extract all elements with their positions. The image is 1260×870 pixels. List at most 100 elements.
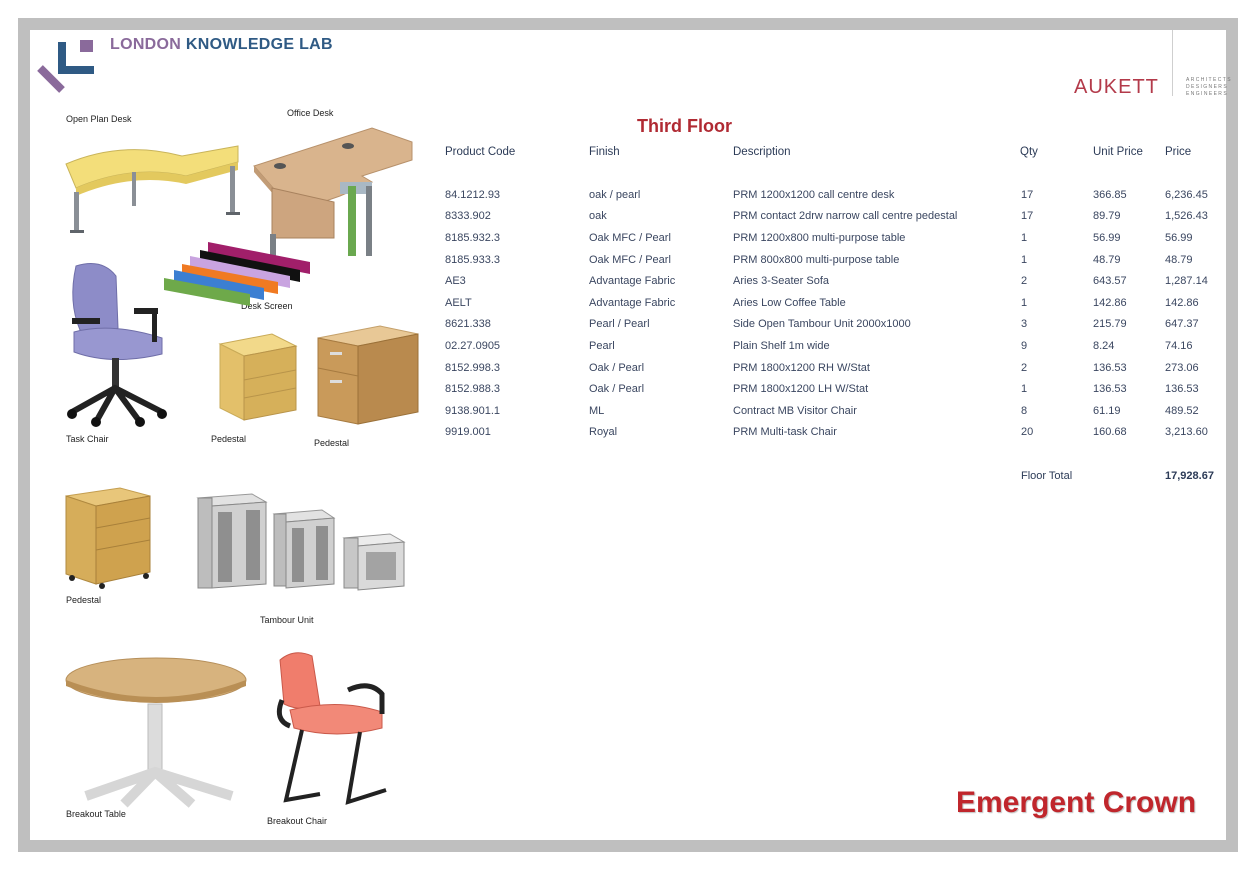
cell-qty: 1 (1021, 232, 1028, 244)
cell-code: 8185.933.3 (445, 254, 501, 266)
cell-description: Aries 3-Seater Sofa (733, 275, 829, 287)
cell-qty: 20 (1021, 426, 1034, 438)
table-row: 8621.338 Pearl / Pearl Side Open Tambour… (0, 318, 1260, 338)
header-finish: Finish (589, 146, 620, 158)
table-row: AE3 Advantage Fabric Aries 3-Seater Sofa… (0, 275, 1260, 295)
breakout-chair-image (276, 652, 387, 805)
cell-code: 84.1212.93 (445, 189, 501, 201)
cell-finish: Oak / Pearl (589, 383, 645, 395)
cell-finish: Oak MFC / Pearl (589, 254, 671, 266)
breakout-table-image (65, 657, 247, 808)
header-unit-price: Unit Price (1093, 146, 1143, 158)
cell-unit-price: 136.53 (1093, 362, 1127, 374)
table-row: 8185.933.3 Oak MFC / Pearl PRM 800x800 m… (0, 254, 1260, 274)
cell-code: 8185.932.3 (445, 232, 501, 244)
cell-price: 273.06 (1165, 362, 1199, 374)
cell-price: 6,236.45 (1165, 189, 1208, 201)
cell-description: Aries Low Coffee Table (733, 297, 846, 309)
cell-qty: 9 (1021, 340, 1028, 352)
cell-qty: 8 (1021, 405, 1028, 417)
header-price: Price (1165, 146, 1192, 158)
cell-qty: 1 (1021, 254, 1028, 266)
cell-description: Plain Shelf 1m wide (733, 340, 830, 352)
cell-unit-price: 56.99 (1093, 232, 1121, 244)
table-row: 8185.932.3 Oak MFC / Pearl PRM 1200x800 … (0, 232, 1260, 252)
cell-finish: Pearl / Pearl (589, 318, 650, 330)
cell-code: 8333.902 (445, 210, 491, 222)
cell-qty: 1 (1021, 297, 1028, 309)
cell-unit-price: 142.86 (1093, 297, 1127, 309)
cell-description: Side Open Tambour Unit 2000x1000 (733, 318, 911, 330)
task-chair-image (67, 263, 167, 427)
cell-finish: oak (589, 210, 607, 222)
lkl-logo-text: LONDON KNOWLEDGE LAB (110, 36, 333, 54)
cell-finish: ML (589, 405, 605, 417)
cell-unit-price: 61.19 (1093, 405, 1121, 417)
cell-price: 74.16 (1165, 340, 1193, 352)
cell-qty: 17 (1021, 189, 1034, 201)
cell-description: PRM contact 2drw narrow call centre pede… (733, 210, 958, 222)
logo-word-1: LONDON (110, 36, 182, 53)
label-open-plan-desk: Open Plan Desk (66, 114, 132, 124)
cell-description: PRM 1800x1200 LH W/Stat (733, 383, 869, 395)
cell-finish: Oak MFC / Pearl (589, 232, 671, 244)
label-pedestal-c: Pedestal (66, 595, 102, 605)
cell-description: PRM 800x800 multi-purpose table (733, 254, 900, 266)
cell-qty: 3 (1021, 318, 1028, 330)
cell-price: 489.52 (1165, 405, 1199, 417)
label-breakout-table: Breakout Table (66, 809, 126, 819)
cell-unit-price: 160.68 (1093, 426, 1127, 438)
lkl-logo-mark (37, 40, 94, 93)
cell-price: 136.53 (1165, 383, 1199, 395)
cell-code: 9919.001 (445, 426, 491, 438)
cell-price: 3,213.60 (1165, 426, 1208, 438)
cell-finish: Advantage Fabric (589, 297, 676, 309)
cell-code: 8621.338 (445, 318, 491, 330)
cell-description: PRM 1800x1200 RH W/Stat (733, 362, 870, 374)
table-row: AELT Advantage Fabric Aries Low Coffee T… (0, 297, 1260, 317)
cell-unit-price: 136.53 (1093, 383, 1127, 395)
cell-qty: 17 (1021, 210, 1034, 222)
pedestal-c-image (65, 487, 151, 589)
table-title: Third Floor (637, 116, 732, 136)
table-row: 8152.988.3 Oak / Pearl PRM 1800x1200 LH … (0, 383, 1260, 403)
office-desk-image (253, 127, 413, 260)
cell-qty: 2 (1021, 275, 1028, 287)
cell-finish: Oak / Pearl (589, 362, 645, 374)
cell-code: 8152.998.3 (445, 362, 501, 374)
pedestal-a-image (218, 333, 298, 421)
cell-description: PRM Multi-task Chair (733, 426, 837, 438)
table-row: 84.1212.93 oak / pearl PRM 1200x1200 cal… (0, 189, 1260, 209)
header-qty: Qty (1020, 146, 1038, 158)
table-row: 8333.902 oak PRM contact 2drw narrow cal… (0, 210, 1260, 230)
cell-code: AE3 (445, 275, 466, 287)
label-breakout-chair: Breakout Chair (267, 816, 328, 826)
cell-finish: Royal (589, 426, 618, 438)
table-row: 9919.001 Royal PRM Multi-task Chair 20 1… (0, 426, 1260, 446)
cell-price: 1,287.14 (1165, 275, 1208, 287)
aukett-tagline: ARCHITECTS DESIGNERS ENGINEERS (1186, 77, 1232, 97)
cell-code: 02.27.0905 (445, 340, 501, 352)
label-office-desk: Office Desk (287, 108, 334, 118)
cell-description: PRM 1200x800 multi-purpose table (733, 232, 906, 244)
cell-price: 647.37 (1165, 318, 1199, 330)
label-pedestal-a: Pedestal (211, 434, 247, 444)
floor-total-label: Floor Total (1021, 470, 1073, 482)
cell-unit-price: 48.79 (1093, 254, 1121, 266)
floor-total-value: 17,928.67 (1165, 470, 1214, 482)
header-description: Description (733, 146, 791, 158)
cell-unit-price: 8.24 (1093, 340, 1115, 352)
cell-code: 8152.988.3 (445, 383, 501, 395)
cell-price: 142.86 (1165, 297, 1199, 309)
cell-unit-price: 215.79 (1093, 318, 1127, 330)
cell-unit-price: 366.85 (1093, 189, 1127, 201)
desk-screen-image (164, 242, 310, 306)
cell-price: 48.79 (1165, 254, 1193, 266)
header-divider (1172, 30, 1173, 96)
brand-footer: Emergent Crown (956, 786, 1197, 819)
cell-price: 1,526.43 (1165, 210, 1208, 222)
table-row: 02.27.0905 Pearl Plain Shelf 1m wide 9 8… (0, 340, 1260, 360)
cell-finish: Advantage Fabric (589, 275, 676, 287)
aukett-logo: AUKETT (1074, 76, 1159, 98)
logo-word-2: KNOWLEDGE LAB (185, 36, 333, 53)
